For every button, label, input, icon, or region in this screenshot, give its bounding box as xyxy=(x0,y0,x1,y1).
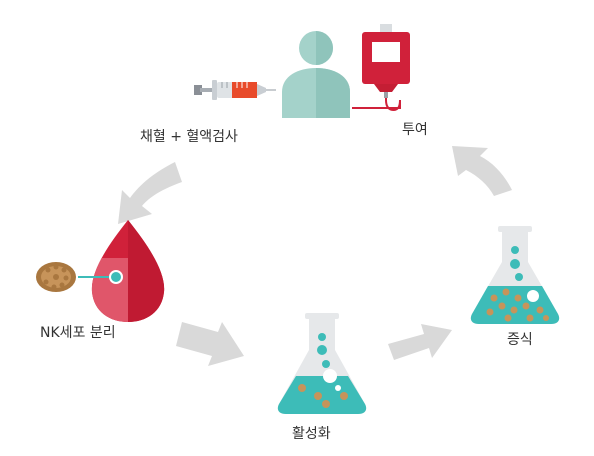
nk-cell-icon xyxy=(36,262,76,292)
label-activation: 활성화 xyxy=(292,426,331,442)
label-blood-draw: 채혈 + 혈액검사 xyxy=(140,129,238,145)
label-nk-separation: NK세포 분리 xyxy=(40,325,116,341)
blood-drop-icon xyxy=(78,220,165,322)
iv-tube xyxy=(352,90,401,112)
label-proliferation: 증식 xyxy=(507,332,533,348)
arrow-draw-to-separate xyxy=(118,162,182,224)
label-infusion: 투여 xyxy=(402,122,428,138)
person-icon xyxy=(282,31,350,118)
flask-icon xyxy=(277,313,367,414)
arrow-separate-to-activate xyxy=(176,322,244,366)
arrow-activate-to-proliferate xyxy=(388,324,452,360)
cycle-arrows xyxy=(118,146,512,366)
blood-bag-icon xyxy=(362,24,410,98)
syringe-icon xyxy=(194,80,276,100)
arrow-proliferate-to-infuse xyxy=(452,146,512,196)
flask-icon xyxy=(470,226,560,324)
